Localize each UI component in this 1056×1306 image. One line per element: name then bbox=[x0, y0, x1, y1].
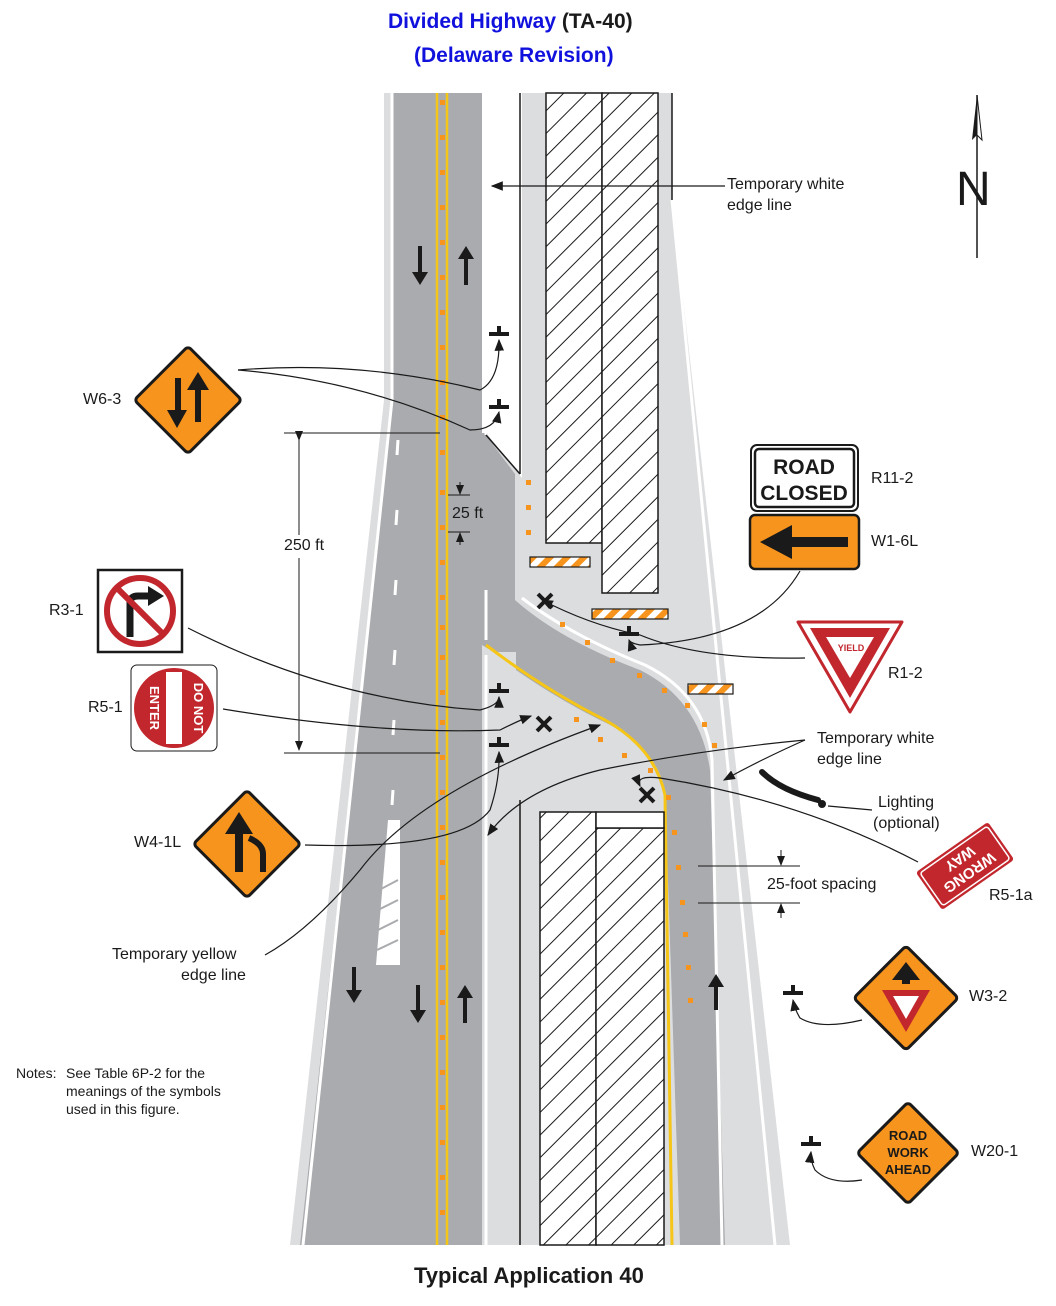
label-r11-2: R11-2 bbox=[871, 470, 914, 487]
label-w3-2: W3-2 bbox=[969, 988, 1008, 1005]
callout-temp-white-top-2: edge line bbox=[727, 197, 792, 214]
r5-1a-sign: WRONG WAY bbox=[914, 821, 1016, 911]
label-r5-1: R5-1 bbox=[88, 699, 123, 716]
road-closed-line1: ROAD bbox=[773, 456, 835, 479]
label-w4-1l: W4-1L bbox=[134, 834, 182, 851]
callout-temp-white-top-1: Temporary white bbox=[727, 176, 845, 193]
w3-2-sign bbox=[853, 945, 959, 1051]
callout-temp-white-mid-2: edge line bbox=[817, 751, 882, 768]
dimension-250ft bbox=[284, 431, 440, 754]
barricade-icon bbox=[591, 608, 669, 620]
edge-lines bbox=[301, 93, 777, 1246]
callout-lighting-1: Lighting bbox=[878, 794, 935, 811]
notes-line2: meanings of the symbols bbox=[66, 1083, 221, 1099]
r1-2-sign: YIELD bbox=[796, 620, 904, 714]
sign-support-icon bbox=[489, 326, 821, 1146]
median bbox=[482, 93, 522, 433]
figure-caption: Typical Application 40 bbox=[414, 1263, 644, 1288]
ahead-text: AHEAD bbox=[885, 1162, 931, 1177]
work-area-south-east bbox=[595, 827, 665, 1246]
r5-1-sign: DO NOT ENTER bbox=[130, 664, 218, 752]
page-subtitle: (Delaware Revision) bbox=[414, 44, 614, 67]
notes-line3: used in this figure. bbox=[66, 1101, 180, 1117]
dim-25-foot-spacing: 25-foot spacing bbox=[767, 876, 877, 893]
road-closed-line2: CLOSED bbox=[760, 482, 848, 505]
work-area-north-west bbox=[545, 92, 603, 544]
crossover-pavement bbox=[482, 560, 725, 1245]
label-w6-3: W6-3 bbox=[83, 391, 122, 408]
callout-temp-white-mid-1: Temporary white bbox=[817, 730, 935, 747]
notes-line1: See Table 6P-2 for the bbox=[66, 1065, 206, 1081]
notes-label: Notes: bbox=[16, 1065, 57, 1081]
w1-6l-sign bbox=[748, 513, 861, 571]
label-w20-1: W20-1 bbox=[971, 1143, 1019, 1160]
road-text: ROAD bbox=[889, 1128, 927, 1143]
work-area-south-west bbox=[539, 811, 597, 1246]
title-main: Divided Highway bbox=[388, 10, 557, 33]
leader-lines bbox=[187, 181, 919, 1182]
barricade-icon bbox=[687, 683, 734, 695]
channelizing-device-icon bbox=[440, 100, 717, 1215]
enter-text: ENTER bbox=[147, 686, 162, 731]
luminaire-icon bbox=[759, 769, 826, 808]
west-pavement bbox=[300, 93, 515, 1245]
yield-text: YIELD bbox=[838, 643, 865, 653]
w6-3-sign bbox=[134, 346, 242, 454]
w20-1-sign: ROAD WORK AHEAD bbox=[857, 1102, 959, 1204]
label-r1-2: R1-2 bbox=[888, 665, 923, 682]
work-text: WORK bbox=[887, 1145, 929, 1160]
north-arrow-icon bbox=[972, 94, 983, 258]
barricade-icon bbox=[529, 556, 591, 568]
page-title: Divided Highway (TA-40) bbox=[388, 10, 633, 34]
r11-2-sign: ROAD CLOSED bbox=[750, 444, 859, 512]
r3-1-sign bbox=[96, 568, 184, 654]
do-not-text: DO NOT bbox=[191, 683, 206, 734]
label-w1-6l: W1-6L bbox=[871, 533, 919, 550]
callout-temp-yellow-1: Temporary yellow bbox=[112, 946, 237, 963]
dim-25ft: 25 ft bbox=[452, 505, 484, 522]
title-tag: (TA-40) bbox=[561, 10, 633, 33]
label-r5-1a: R5-1a bbox=[989, 887, 1033, 904]
arrow-icon bbox=[346, 246, 724, 1023]
north-label: N bbox=[956, 163, 991, 216]
callout-lighting-2: (optional) bbox=[873, 815, 940, 832]
label-r3-1: R3-1 bbox=[49, 602, 84, 619]
dim-250ft: 250 ft bbox=[284, 537, 325, 554]
w4-1l-sign bbox=[193, 790, 301, 898]
work-area-north-east bbox=[601, 92, 659, 594]
callout-temp-yellow-2: edge line bbox=[181, 967, 246, 984]
